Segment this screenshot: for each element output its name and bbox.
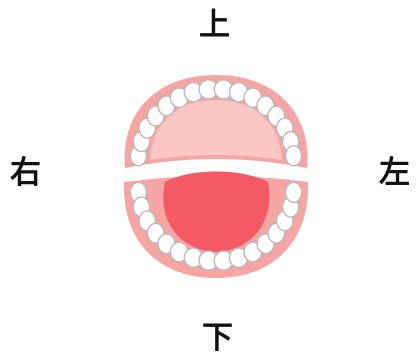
upper-tooth [286, 146, 302, 166]
lower-jaw [124, 172, 308, 279]
lower-tooth [286, 182, 302, 202]
upper-jaw [124, 75, 307, 168]
